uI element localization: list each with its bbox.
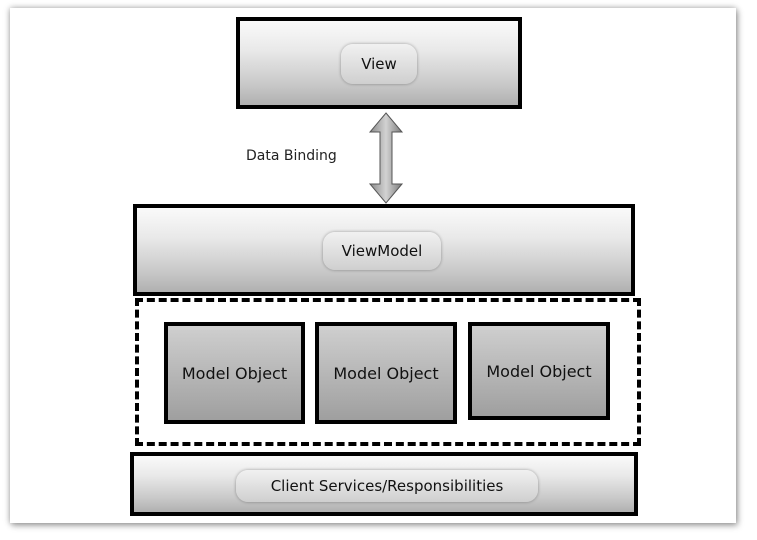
model-object-label: Model Object <box>486 361 592 381</box>
client-services-label: Client Services/Responsibilities <box>236 470 538 502</box>
model-object-box: Model Object <box>315 322 457 424</box>
model-object-box: Model Object <box>468 322 610 420</box>
viewmodel-label: ViewModel <box>323 232 441 270</box>
model-group-border <box>135 298 641 446</box>
data-binding-label: Data Binding <box>246 148 337 164</box>
view-label: View <box>341 44 417 84</box>
double-arrow-icon <box>368 112 404 204</box>
model-object-label: Model Object <box>333 363 439 383</box>
model-object-label: Model Object <box>181 363 288 383</box>
model-object-box: Model Object <box>164 322 305 424</box>
